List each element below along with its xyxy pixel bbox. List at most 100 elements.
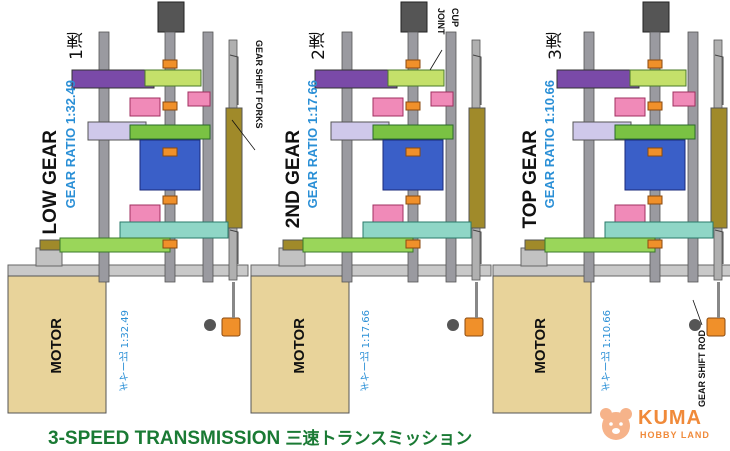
panel-2-motor-block bbox=[250, 275, 350, 414]
panel-3-gear-ratio: GEAR RATIO 1:10.66 bbox=[542, 80, 557, 209]
panel-2-gear-teal bbox=[362, 221, 472, 239]
panel-2-motor-mount bbox=[278, 247, 306, 267]
panel-1-base-plate bbox=[7, 264, 249, 277]
panel-3-shaft-3 bbox=[687, 31, 699, 283]
panel-3-jp-ratio: ギヤー比 1:10.66 bbox=[602, 310, 613, 392]
panel-1-shift-rod-collar bbox=[225, 107, 243, 229]
panel-2-shift-ball bbox=[447, 319, 459, 331]
panel-1-shaft-1 bbox=[98, 31, 110, 283]
panel-3-collar-5 bbox=[647, 239, 663, 249]
panel-2-gear-green bbox=[372, 124, 454, 140]
panel-1-motor-mount bbox=[35, 247, 63, 267]
callout-joint: JOINT bbox=[436, 8, 446, 35]
panel-3-motor-mount bbox=[520, 247, 548, 267]
panel-3-gear-purple bbox=[556, 69, 640, 89]
panel-2-collar-4 bbox=[405, 195, 421, 205]
panel-2-shaft-1 bbox=[341, 31, 353, 283]
panel-2-collar-1 bbox=[405, 59, 421, 69]
panel-2-gear-pink-upper bbox=[372, 97, 404, 117]
panel-1-gear-pink-upper bbox=[129, 97, 161, 117]
callout-cup: CUP bbox=[450, 8, 460, 28]
panel-1-shaft-3 bbox=[202, 31, 214, 283]
panel-1-shift-ball bbox=[204, 319, 216, 331]
panel-3-shift-link bbox=[717, 282, 720, 318]
panel-1-collar-2 bbox=[162, 101, 178, 111]
panel-1-gear-green bbox=[129, 124, 211, 140]
brand-name: KUMA bbox=[638, 407, 702, 429]
panel-3-shift-ball bbox=[689, 319, 701, 331]
panel-1-gear-teal bbox=[119, 221, 229, 239]
panel-2-shift-knob bbox=[464, 317, 484, 337]
panel-2-motor-label: MOTOR bbox=[291, 318, 308, 374]
panel-3-spring-top bbox=[714, 54, 724, 105]
callout-gear-shift-forks: GEAR SHIFT FORKS bbox=[254, 40, 264, 129]
panel-3-fork-upper bbox=[629, 69, 687, 87]
panel-2-gear-ratio: GEAR RATIO 1:17.66 bbox=[305, 80, 320, 209]
brand-logo: KUMA HOBBY LAND bbox=[598, 405, 718, 445]
panel-2-spring-bottom bbox=[472, 229, 482, 264]
panel-3-shaft-1 bbox=[583, 31, 595, 283]
panel-1-spring-top bbox=[229, 54, 239, 105]
panel-1-gear-purple bbox=[71, 69, 155, 89]
panel-3-gear-teal bbox=[604, 221, 714, 239]
panel-1-jp-ratio: ギヤー比 1:32.49 bbox=[120, 310, 131, 392]
panel-1-motor-block bbox=[7, 275, 107, 414]
panel-2-gear-pink-right bbox=[430, 91, 454, 107]
panel-3-collar-2 bbox=[647, 101, 663, 111]
panel-2-collar-3 bbox=[405, 147, 421, 157]
panel-2-gear-pink-lower bbox=[372, 204, 404, 224]
panel-3-motor-block bbox=[492, 275, 592, 414]
callout-line-joint bbox=[429, 49, 443, 71]
panel-3-collar-1 bbox=[647, 59, 663, 69]
panel-3-gear-pink-right bbox=[672, 91, 696, 107]
panel-2-spring-top bbox=[472, 54, 482, 105]
panel-1-gear-ratio: GEAR RATIO 1:32.49 bbox=[63, 80, 78, 209]
panel-1-spring-bottom bbox=[229, 229, 239, 264]
panel-3-gear-pink-upper bbox=[614, 97, 646, 117]
panel-3-shift-rod-collar bbox=[710, 107, 728, 229]
panel-1-gear-pink-right bbox=[187, 91, 211, 107]
panel-2-kanji: 2速 bbox=[309, 32, 329, 60]
panel-1-collar-1 bbox=[162, 59, 178, 69]
caption-jp: 三速トランスミッション bbox=[285, 429, 473, 449]
panel-2-collar-5 bbox=[405, 239, 421, 249]
panel-2-gear-green-bottom bbox=[302, 237, 414, 253]
callout-line-rod bbox=[692, 299, 703, 326]
panel-2-gear-title: 2ND GEAR bbox=[283, 130, 304, 229]
panel-1-collar-3 bbox=[162, 147, 178, 157]
panel-1-collar-5 bbox=[162, 239, 178, 249]
panel-3-gear-green-bottom bbox=[544, 237, 656, 253]
panel-3-output-box bbox=[642, 1, 670, 33]
panel-3-gear-pink-lower bbox=[614, 204, 646, 224]
panel-1-motor-label: MOTOR bbox=[48, 318, 65, 374]
panel-1-output-box bbox=[157, 1, 185, 33]
brand-sub: HOBBY LAND bbox=[640, 430, 710, 440]
panel-3-gear-green bbox=[614, 124, 696, 140]
panel-2-gear-purple bbox=[314, 69, 398, 89]
panel-3-spring-bottom bbox=[714, 229, 724, 264]
panel-1-gear-green-bottom bbox=[59, 237, 171, 253]
panel-2-shift-link bbox=[475, 282, 478, 318]
diagram-caption: 3-SPEED TRANSMISSION 三速トランスミッション bbox=[48, 424, 472, 450]
panel-1-gear-pink-lower bbox=[129, 204, 161, 224]
callout-gear-shift-rod: GEAR SHIFT ROD bbox=[697, 330, 707, 408]
panel-2-shaft-3 bbox=[445, 31, 457, 283]
panel-3-base-plate bbox=[492, 264, 730, 277]
bear-icon bbox=[600, 408, 632, 440]
panel-1-kanji: 1速 bbox=[67, 32, 87, 60]
panel-2-fork-upper bbox=[387, 69, 445, 87]
panel-3-collar-4 bbox=[647, 195, 663, 205]
panel-2-shift-rod-collar bbox=[468, 107, 486, 229]
panel-3-shift-knob bbox=[706, 317, 726, 337]
panel-1-collar-4 bbox=[162, 195, 178, 205]
callout-line-forks bbox=[231, 119, 256, 151]
panel-1-shift-knob bbox=[221, 317, 241, 337]
panel-3-collar-3 bbox=[647, 147, 663, 157]
panel-2-base-plate bbox=[250, 264, 492, 277]
panel-2-output-box bbox=[400, 1, 428, 33]
panel-3-motor-label: MOTOR bbox=[532, 318, 549, 374]
panel-1-fork-upper bbox=[144, 69, 202, 87]
caption-title: 3-SPEED TRANSMISSION bbox=[48, 428, 281, 449]
panel-1-gear-title: LOW GEAR bbox=[40, 130, 61, 235]
